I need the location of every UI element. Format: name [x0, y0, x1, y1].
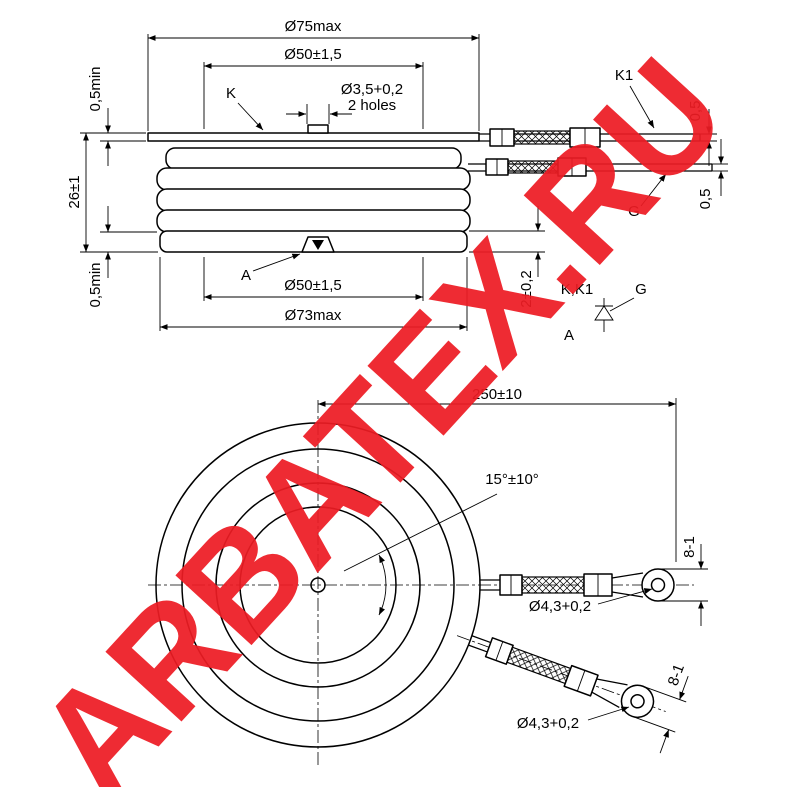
dim-05-lower-lead-label: 0,5 — [697, 189, 714, 210]
dim-dia43-lower-label: Ø4,3+0,2 — [517, 715, 579, 732]
braided-wire — [506, 646, 572, 685]
gate-flexible-lead — [468, 157, 713, 177]
center-rivet — [307, 124, 329, 134]
dim-angle-label: 15°±10° — [485, 471, 539, 488]
angle-arc — [378, 554, 387, 616]
dim-dia50-bottom-label: Ø50±1,5 — [284, 277, 341, 294]
terminal-hole — [650, 577, 666, 593]
dim-dia73-label: Ø73max — [285, 307, 342, 324]
side-view: Ø75max Ø50±1,5 Ø3,5+0,2 2 holes K 0,5min — [66, 18, 728, 344]
ceramic-rib-1 — [165, 147, 462, 170]
dim-dia75-label: Ø75max — [285, 18, 342, 35]
ceramic-rib-3 — [156, 188, 471, 212]
top-flange — [147, 132, 480, 142]
dim-8-right-label: 8-1 — [681, 536, 698, 558]
symbol-a-label: A — [564, 327, 574, 344]
gate-lead-label: G — [628, 203, 640, 220]
holes-label: 2 holes — [348, 97, 396, 114]
terminal-hole — [630, 694, 645, 709]
ceramic-rib-2 — [156, 167, 471, 191]
anode-label: A — [241, 267, 251, 284]
stud-section-mark — [312, 240, 324, 250]
outer-circle — [155, 422, 481, 748]
circle-2 — [181, 448, 455, 722]
symbol-g-label: G — [635, 281, 647, 298]
cathode-flexible-lead — [479, 127, 701, 148]
dim-dia43-right-label: Ø4,3+0,2 — [529, 598, 591, 615]
inner-circle — [239, 506, 397, 664]
dim-05min-bottom-label: 0,5min — [87, 262, 104, 307]
lower-lead: 8-1 — [456, 635, 689, 754]
dim-2-label: 2±0,2 — [518, 270, 535, 307]
dim-250-label: 250±10 — [472, 386, 522, 403]
dim-dia50-top-label: Ø50±1,5 — [284, 46, 341, 63]
symbol-gate-line — [609, 297, 635, 312]
cathode-label: K — [226, 85, 236, 102]
right-lead — [480, 568, 675, 602]
top-view: 250±10 15°±10° 8-1 Ø4,3+0,2 — [148, 386, 708, 768]
center-hole — [310, 577, 326, 593]
circle-3 — [215, 482, 421, 688]
dim-26-label: 26±1 — [66, 175, 83, 208]
dim-8-lower-label: 8-1 — [665, 662, 688, 688]
thyristor-symbol: K,K1 G A — [561, 281, 647, 344]
cathode-lead-label: K1 — [615, 67, 633, 84]
symbol-kk1-label: K,K1 — [561, 281, 594, 298]
side-view-dimensions: Ø75max Ø50±1,5 Ø3,5+0,2 2 holes K 0,5min — [66, 18, 728, 331]
dim-05-upper-lead-label: 0,5 — [687, 101, 704, 122]
braided-wire — [521, 576, 585, 594]
dim-dia35-label: Ø3,5+0,2 — [341, 81, 403, 98]
dim-05min-top-label: 0,5min — [87, 66, 104, 111]
device-body — [147, 124, 480, 253]
ceramic-rib-4 — [156, 209, 471, 233]
